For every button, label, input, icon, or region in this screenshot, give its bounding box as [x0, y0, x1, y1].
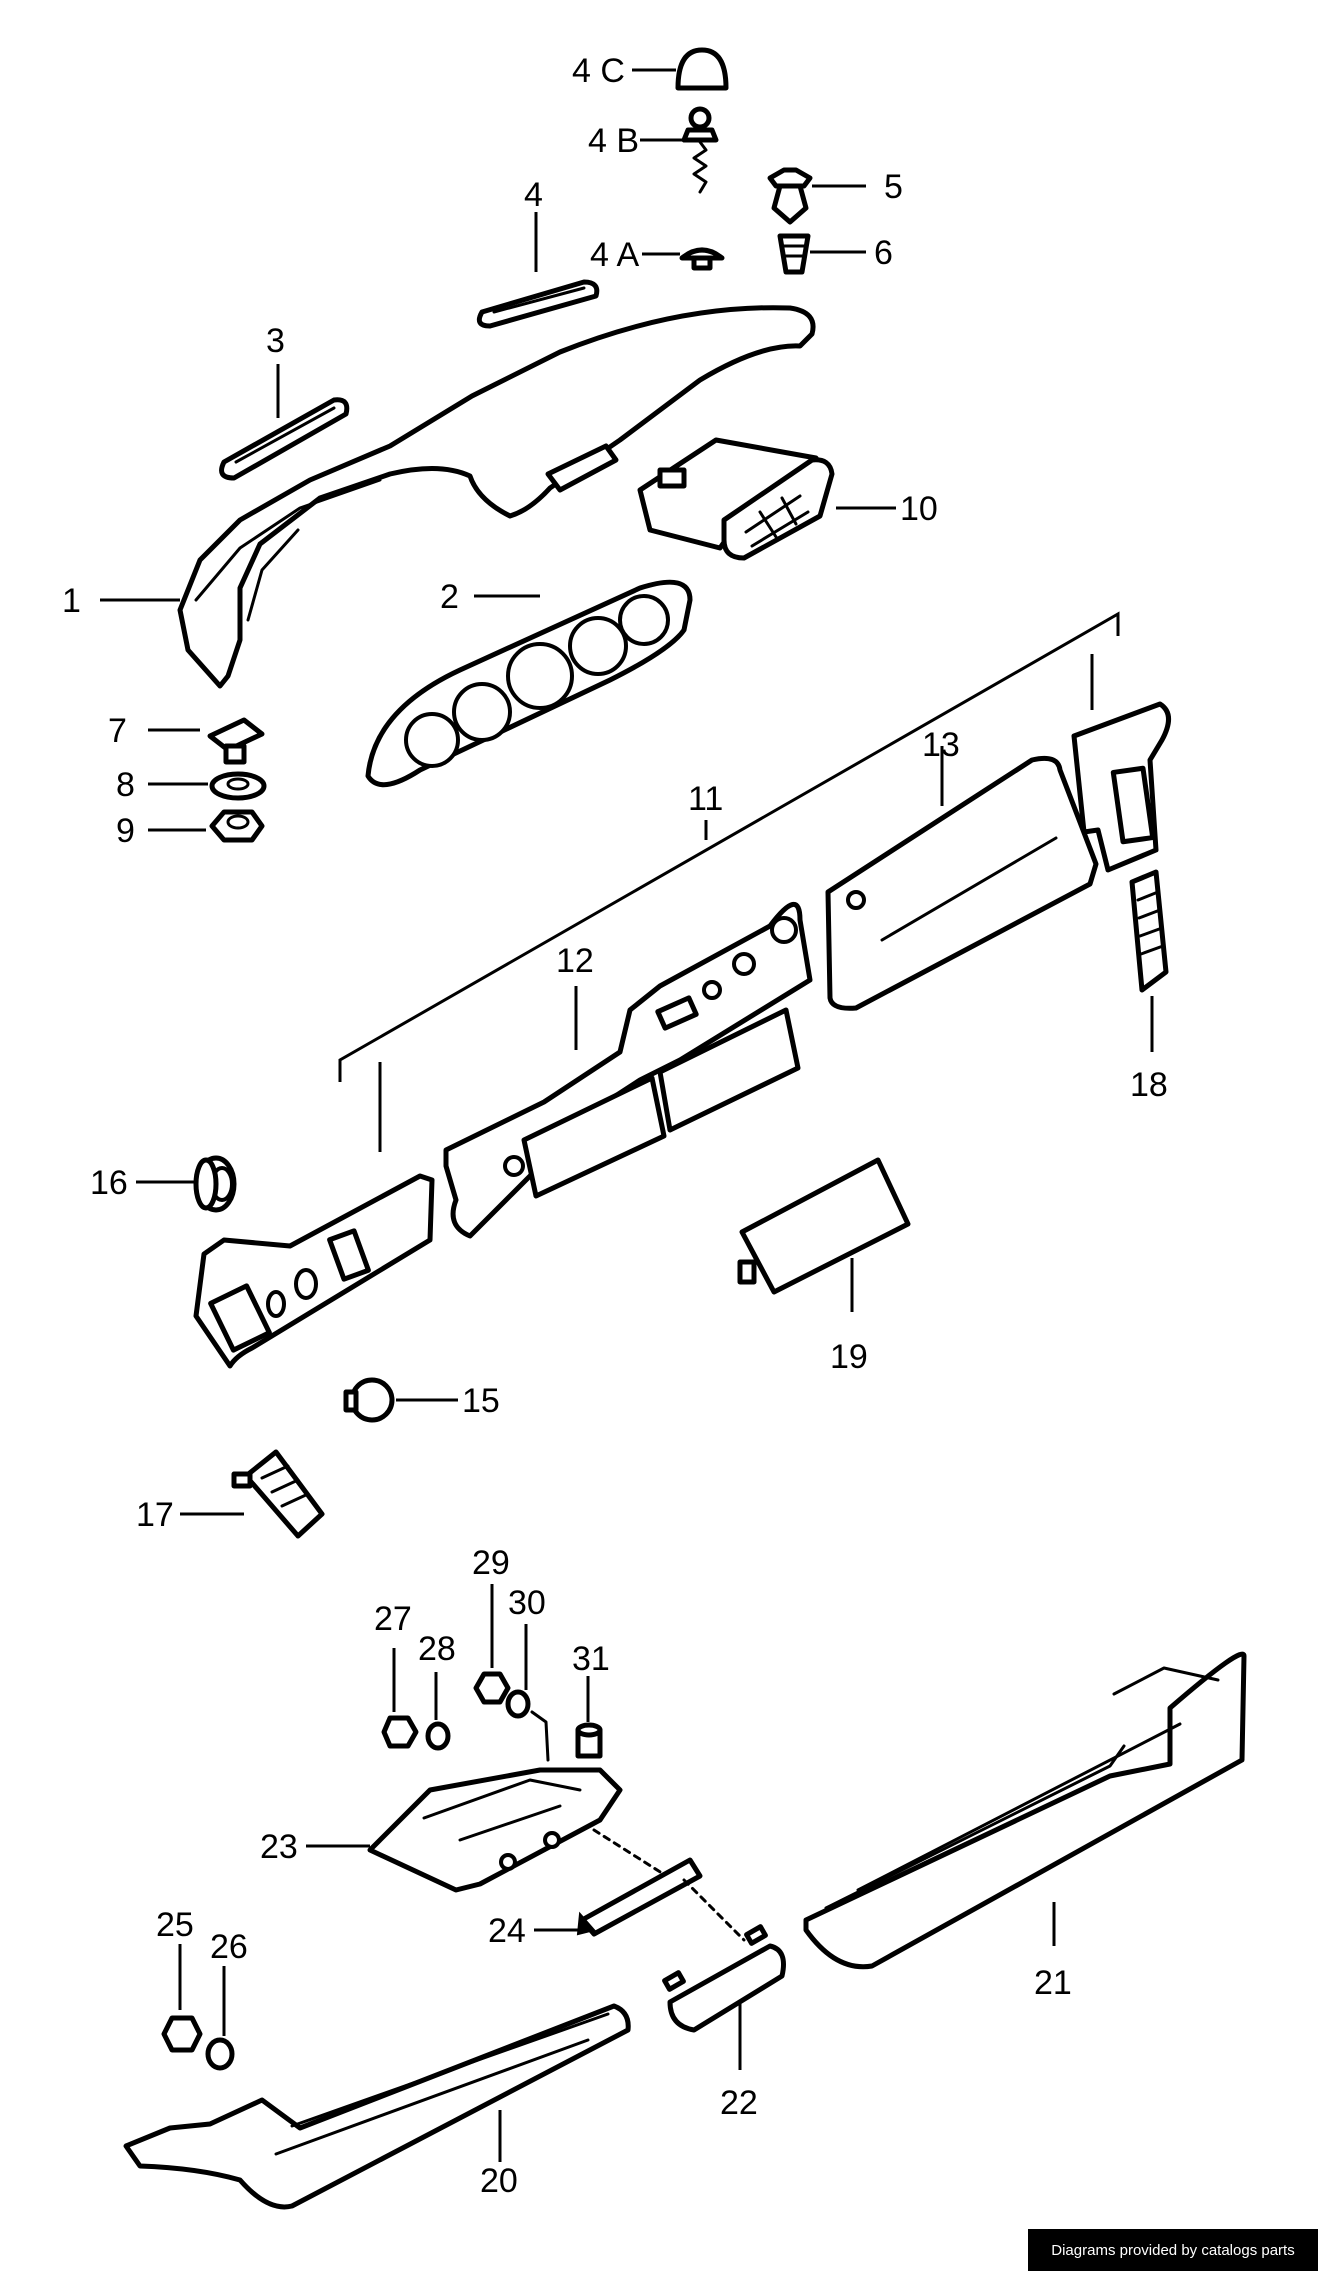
part-30-washer[interactable] — [505, 1689, 531, 1719]
label-27: 27 — [374, 1600, 412, 1638]
label-31: 31 — [572, 1640, 610, 1678]
label-18: 18 — [1130, 1066, 1168, 1104]
label-5: 5 — [884, 168, 903, 206]
part-13-glovebox-lid[interactable] — [825, 755, 1099, 1011]
part-left-side-panel[interactable] — [193, 1173, 435, 1369]
label-4: 4 — [524, 176, 543, 214]
label-11: 11 — [688, 780, 723, 818]
label-30: 30 — [508, 1584, 546, 1622]
part-4-vent-trim[interactable] — [476, 279, 600, 329]
part-29-nut[interactable] — [473, 1671, 511, 1705]
part-5-clip[interactable] — [767, 167, 813, 225]
part-21-knee-pad-right[interactable] — [803, 1651, 1247, 1970]
part-18-vent-grille[interactable] — [1129, 869, 1169, 993]
label-1: 1 — [62, 582, 81, 620]
label-4a: 4 A — [590, 236, 639, 274]
part-16-grommet[interactable] — [193, 1155, 237, 1213]
label-24: 24 — [488, 1912, 526, 1950]
part-24-rod[interactable] — [576, 1857, 703, 1937]
part-26-washer[interactable] — [205, 2037, 235, 2071]
label-6: 6 — [874, 234, 893, 272]
label-8: 8 — [116, 766, 135, 804]
label-23: 23 — [260, 1828, 298, 1866]
label-19: 19 — [830, 1338, 868, 1376]
part-6-clip[interactable] — [777, 233, 811, 275]
part-10-air-vent[interactable] — [637, 437, 835, 561]
label-15: 15 — [462, 1382, 500, 1420]
part-2-instrument-bezel[interactable] — [365, 579, 693, 788]
label-2: 2 — [440, 578, 459, 616]
label-17: 17 — [136, 1496, 174, 1534]
part-right-side-panel[interactable] — [1071, 701, 1171, 873]
part-4b-screw[interactable] — [681, 106, 719, 194]
label-26: 26 — [210, 1928, 248, 1966]
part-31-bushing[interactable] — [575, 1722, 603, 1759]
part-17-grille[interactable] — [231, 1449, 325, 1539]
label-7: 7 — [108, 712, 127, 750]
label-3: 3 — [266, 322, 285, 360]
label-22: 22 — [720, 2084, 758, 2122]
part-1-dashboard-top[interactable] — [177, 305, 816, 689]
part-7-bracket[interactable] — [207, 717, 265, 765]
group-11-bracket — [338, 611, 1120, 1082]
part-15-knob[interactable] — [343, 1377, 395, 1423]
label-12: 12 — [556, 942, 594, 980]
label-4b: 4 B — [588, 122, 639, 160]
label-13: 13 — [922, 726, 960, 764]
label-21: 21 — [1034, 1964, 1072, 2002]
label-20: 20 — [480, 2162, 518, 2200]
label-4c: 4 C — [572, 52, 625, 90]
part-20-knee-pad-left[interactable] — [123, 2003, 631, 2210]
part-19-cover[interactable] — [737, 1157, 911, 1295]
part-12-center-dash-panel[interactable] — [443, 901, 813, 1239]
label-28: 28 — [418, 1630, 456, 1668]
part-22-handle[interactable] — [662, 1924, 786, 2033]
part-4a-plug[interactable] — [679, 247, 725, 271]
part-23-latch-assembly[interactable] — [367, 1767, 623, 1893]
part-27-nut[interactable] — [381, 1715, 419, 1749]
part-25-nut[interactable] — [161, 2015, 203, 2053]
label-16: 16 — [90, 1164, 128, 1202]
part-8-washer[interactable] — [209, 771, 267, 801]
credit-banner: Diagrams provided by catalogs parts — [1028, 2229, 1318, 2271]
part-4c-cap[interactable] — [675, 47, 729, 91]
label-10: 10 — [900, 490, 938, 528]
part-3-vent-trim[interactable] — [219, 397, 350, 481]
label-9: 9 — [116, 812, 135, 850]
label-29: 29 — [472, 1544, 510, 1582]
part-28-washer[interactable] — [425, 1721, 451, 1751]
label-25: 25 — [156, 1906, 194, 1944]
part-9-nut[interactable] — [209, 809, 265, 843]
